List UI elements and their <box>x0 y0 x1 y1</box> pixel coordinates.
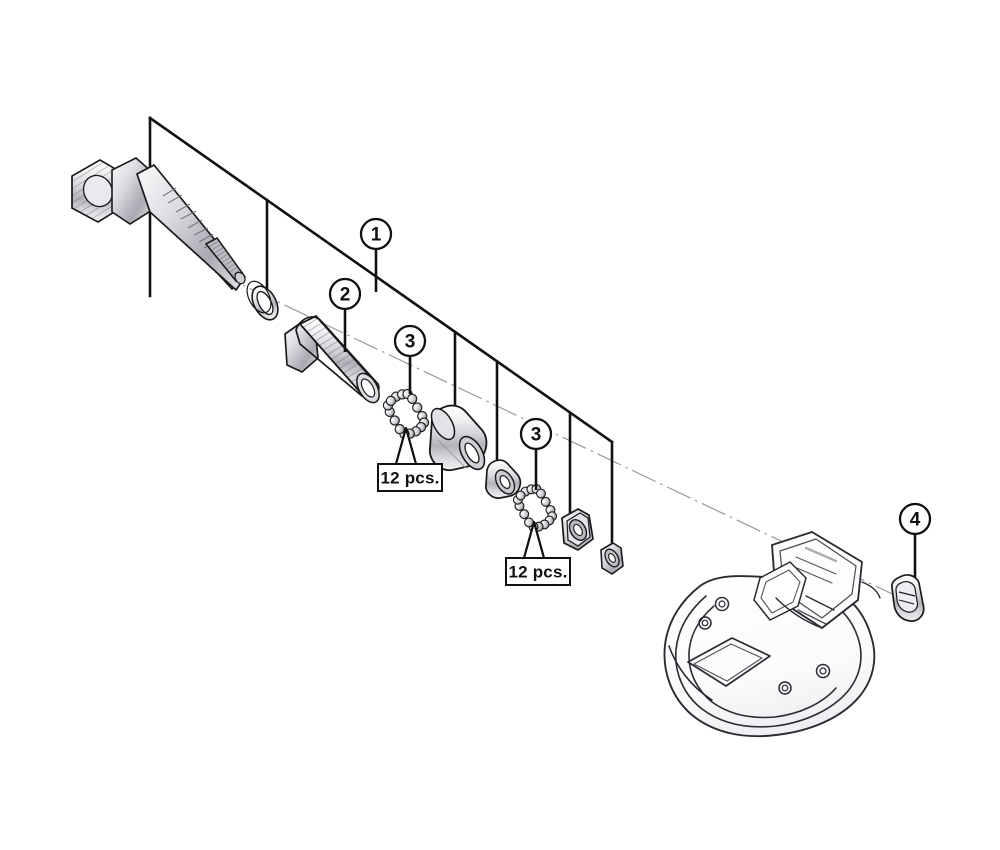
callout-3-outer[interactable]: 3 <box>393 324 427 394</box>
part-lock-nut <box>600 542 624 575</box>
part-inner-bearing-cone <box>485 459 522 499</box>
part-bearing-spacer-sleeve <box>428 404 488 472</box>
callout-group: 1 2 3 3 4 <box>328 217 932 578</box>
callout-4[interactable]: 4 <box>898 502 932 578</box>
callout-2-circle <box>328 277 362 311</box>
callout-3-outer-circle <box>393 324 427 358</box>
quantity-text-outer: 12 pcs. <box>380 469 439 488</box>
quantity-label-inner-bearings: 12 pcs. <box>505 521 571 586</box>
callout-1-label: 1 <box>371 225 382 246</box>
part-cone-nut <box>561 508 594 551</box>
part-pedal-body <box>663 531 881 738</box>
bracket-spine <box>148 116 614 444</box>
part-ball-bearing-ring-inner <box>512 484 558 532</box>
callout-1[interactable]: 1 <box>359 217 393 292</box>
part-seal-ring <box>246 280 279 321</box>
quantity-label-group: 12 pcs. 12 pcs. <box>377 427 571 586</box>
callout-4-label: 4 <box>910 510 921 531</box>
callout-3-inner[interactable]: 3 <box>519 417 553 490</box>
callout-1-circle <box>359 217 393 251</box>
callout-3-outer-label: 3 <box>405 332 416 353</box>
quantity-text-inner: 12 pcs. <box>508 563 567 582</box>
quantity-label-outer-bearings: 12 pcs. <box>377 427 443 492</box>
part-pedal-spindle-axle <box>71 157 246 291</box>
callout-2-label: 2 <box>340 285 351 306</box>
part-threaded-bearing-body <box>284 314 380 404</box>
callout-4-circle <box>898 502 932 536</box>
part-end-cap-retainer <box>891 574 925 622</box>
callout-2[interactable]: 2 <box>328 277 362 352</box>
callout-3-inner-label: 3 <box>531 425 542 446</box>
callout-3-inner-circle <box>519 417 553 451</box>
